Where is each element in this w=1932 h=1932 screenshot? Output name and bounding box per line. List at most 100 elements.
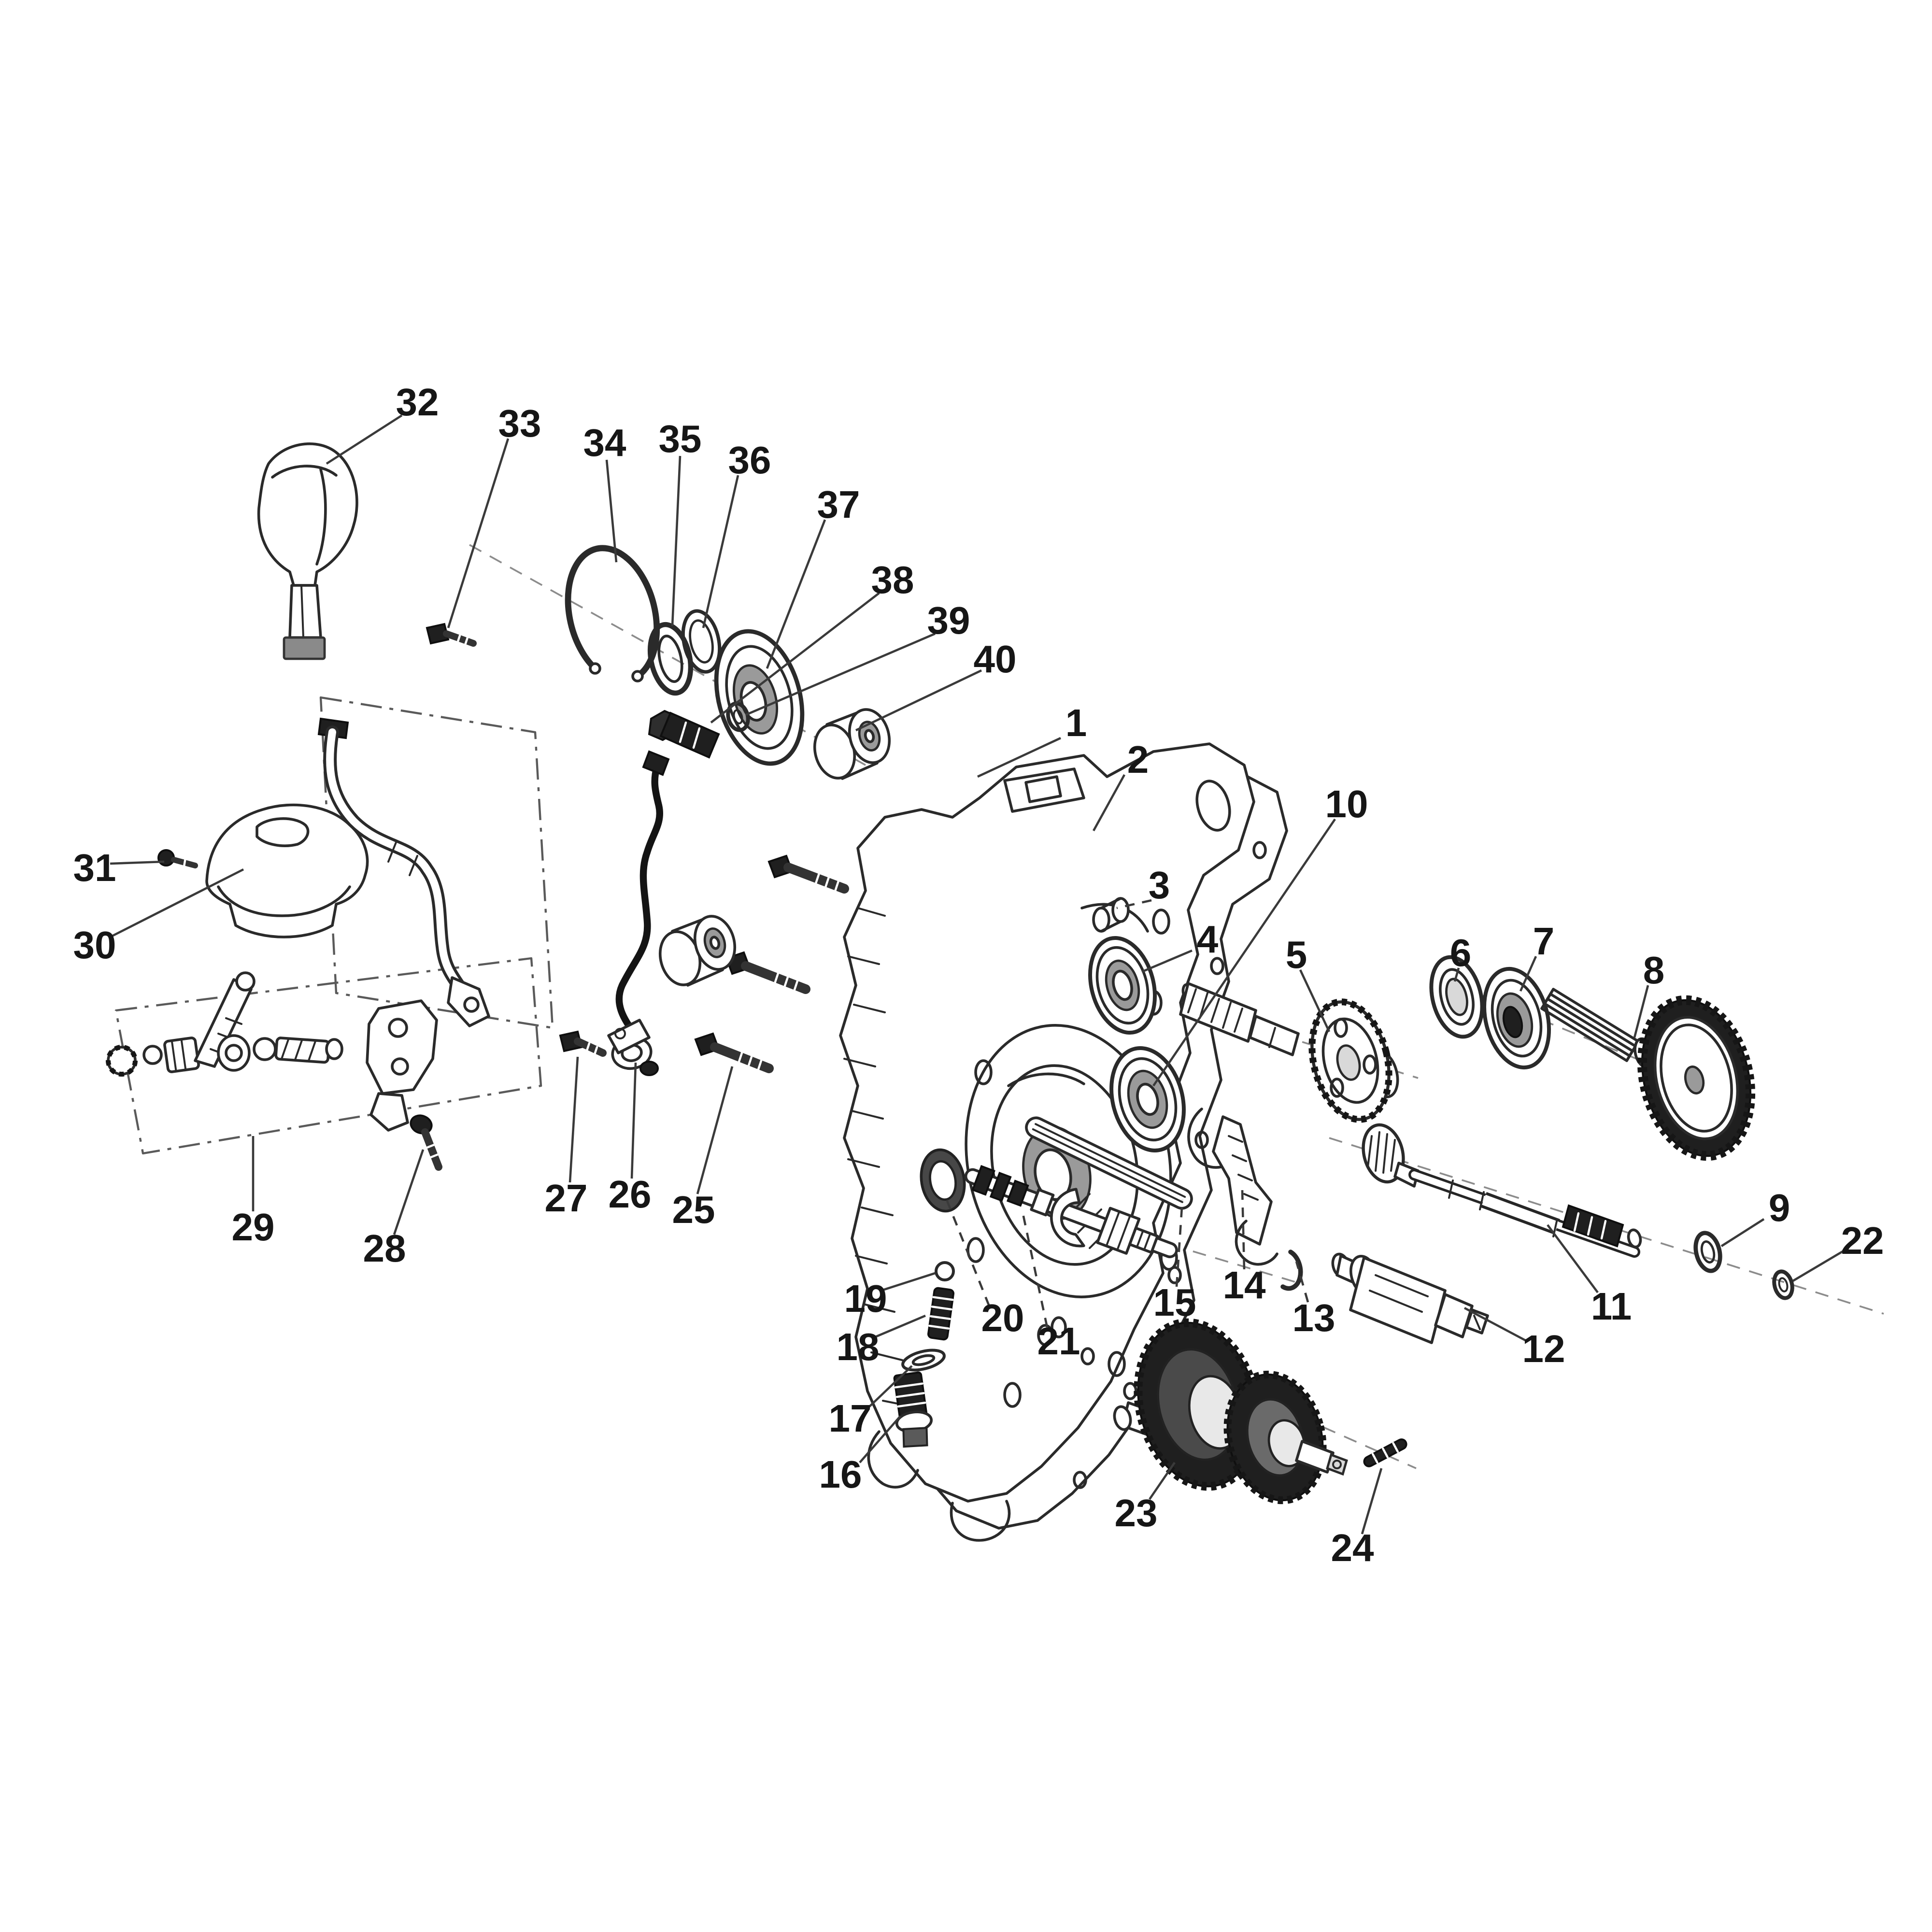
plug-bolt [648, 710, 720, 759]
part-label-37-bearing-top: 37 [817, 483, 860, 526]
leader-line-36-washer-thin [702, 475, 739, 628]
part-label-23-gear-cluster: 23 [1115, 1492, 1158, 1534]
part-label-6-oil-seal-right: 6 [1450, 931, 1472, 974]
leader-line-4-bearing-upper [1141, 949, 1193, 973]
neutral-switch [607, 750, 670, 1076]
countershaft [1362, 1123, 1642, 1258]
leader-line-22-washer-end [1792, 1249, 1846, 1282]
fork-shaft [1025, 1116, 1193, 1210]
leader-line-17-sealing-washer [867, 1365, 913, 1409]
small-dowels [1037, 1316, 1095, 1365]
dowel-pin [1092, 897, 1130, 933]
leader-line-35-washer-thick [671, 455, 682, 626]
leader-line-26-neutral-switch [630, 1062, 637, 1179]
leader-line-12-shift-drum [1463, 1307, 1527, 1342]
knob-screw [426, 623, 477, 651]
leader-line-8-output-shaft-gear [1633, 985, 1649, 1038]
leader-line-31-cover-screw [110, 860, 165, 865]
shift-knob [257, 442, 358, 660]
part-label-36-washer-thin: 36 [728, 439, 771, 482]
detent-spring [927, 1287, 955, 1341]
leader-line-16-drain-plug [859, 1415, 901, 1463]
leader-line-33-knob-screw [447, 438, 510, 628]
leader-line-20-oil-seal-spindle [945, 1199, 991, 1307]
washer-thick [647, 622, 694, 696]
part-label-9-washer-shaft: 9 [1769, 1186, 1790, 1229]
leader-line-25-bolt-long [696, 1066, 734, 1194]
input-shaft-gear [1179, 982, 1399, 1123]
part-label-5-input-shaft-gear: 5 [1286, 933, 1307, 976]
part-label-11-countershaft: 11 [1591, 1285, 1632, 1328]
gearshift-spindle [964, 1165, 1178, 1258]
cover-bolts [725, 854, 849, 994]
part-label-12-shift-drum: 12 [1522, 1327, 1565, 1370]
leader-line-11-countershaft [1547, 1224, 1599, 1293]
leader-line-3-dowel-pin [1116, 899, 1152, 909]
leader-line-30-lever-cover [109, 868, 244, 938]
part-label-20-oil-seal-spindle: 20 [981, 1296, 1024, 1339]
bolt-long [694, 1032, 774, 1074]
part-label-4-bearing-upper: 4 [1197, 918, 1219, 961]
part-label-16-drain-plug: 16 [819, 1453, 862, 1496]
diagram-line-art [106, 442, 1794, 1542]
part-label-2-gasket: 2 [1127, 738, 1149, 781]
shift-drum [1331, 1252, 1489, 1344]
part-label-10-bearing-lower: 10 [1325, 782, 1368, 825]
rubber-bushing [813, 708, 891, 780]
leader-line-13-circlip-small [1295, 1261, 1309, 1303]
circlip-large [565, 545, 660, 682]
spring-pin [1363, 1438, 1407, 1467]
leader-line-14-shift-fork [1241, 1190, 1246, 1270]
leader-line-34-circlip-large [605, 459, 618, 563]
leader-line-21-gearshift-spindle [1021, 1209, 1049, 1328]
leader-line-32-shift-knob [326, 414, 403, 465]
leader-line-19-detent-ball [881, 1272, 936, 1292]
bearing-upper [1088, 936, 1157, 1035]
leader-line-15-fork-shaft [1175, 1199, 1184, 1287]
leader-line-5-input-shaft-gear [1299, 969, 1331, 1032]
part-label-33-knob-screw: 33 [498, 402, 541, 445]
lever-assembly [106, 971, 438, 1132]
circlip-small [1280, 1250, 1303, 1291]
sealing-washer [901, 1349, 946, 1372]
part-label-14-shift-fork: 14 [1223, 1264, 1266, 1307]
leader-line-38-plug-bolt [710, 592, 880, 724]
leader-line-39-plug-washer [745, 632, 936, 716]
part-label-8-output-shaft-gear: 8 [1643, 949, 1665, 992]
gear-cluster [1113, 1318, 1348, 1505]
bearing-right [1482, 966, 1551, 1070]
part-label-32-shift-knob: 32 [396, 381, 439, 424]
washer-end [1772, 1269, 1794, 1300]
part-label-18-detent-spring: 18 [837, 1325, 880, 1368]
leader-line-7-bearing-right [1519, 956, 1537, 992]
bearing-lower [1109, 1046, 1186, 1152]
part-label-27-bolt-short: 27 [545, 1177, 588, 1220]
part-label-38-plug-bolt: 38 [871, 558, 914, 601]
leader-line-6-oil-seal-right [1453, 967, 1460, 982]
part-label-1-side-cover: 1 [1065, 701, 1087, 744]
oil-seal-spindle [920, 1148, 966, 1213]
washer-shaft [1693, 1231, 1722, 1273]
part-label-35-washer-thick: 35 [659, 417, 702, 460]
detent-ball [935, 1261, 955, 1281]
leader-line-9-washer-shaft [1720, 1218, 1765, 1247]
part-label-19-detent-ball: 19 [844, 1277, 887, 1320]
rubber-bushing-second [658, 915, 737, 987]
leader-line-40-rubber-bushing [855, 669, 982, 732]
leader-line-37-bearing-top [766, 519, 826, 669]
cover-screw [157, 849, 198, 871]
bolt-lever [410, 1114, 442, 1171]
part-label-39-plug-washer: 39 [927, 599, 970, 642]
drain-plug [893, 1371, 933, 1448]
shift-fork [1187, 1108, 1279, 1266]
lever-cover [205, 803, 369, 938]
leader-line-23-gear-cluster [1149, 1462, 1176, 1500]
part-label-24-spring-pin: 24 [1331, 1526, 1374, 1569]
leader-line-24-spring-pin [1361, 1468, 1383, 1534]
part-label-15-fork-shaft: 15 [1153, 1281, 1196, 1324]
part-label-28-bolt-lever: 28 [363, 1227, 406, 1270]
leader-line-18-detent-spring [875, 1314, 926, 1338]
shift-rod [317, 717, 490, 1027]
